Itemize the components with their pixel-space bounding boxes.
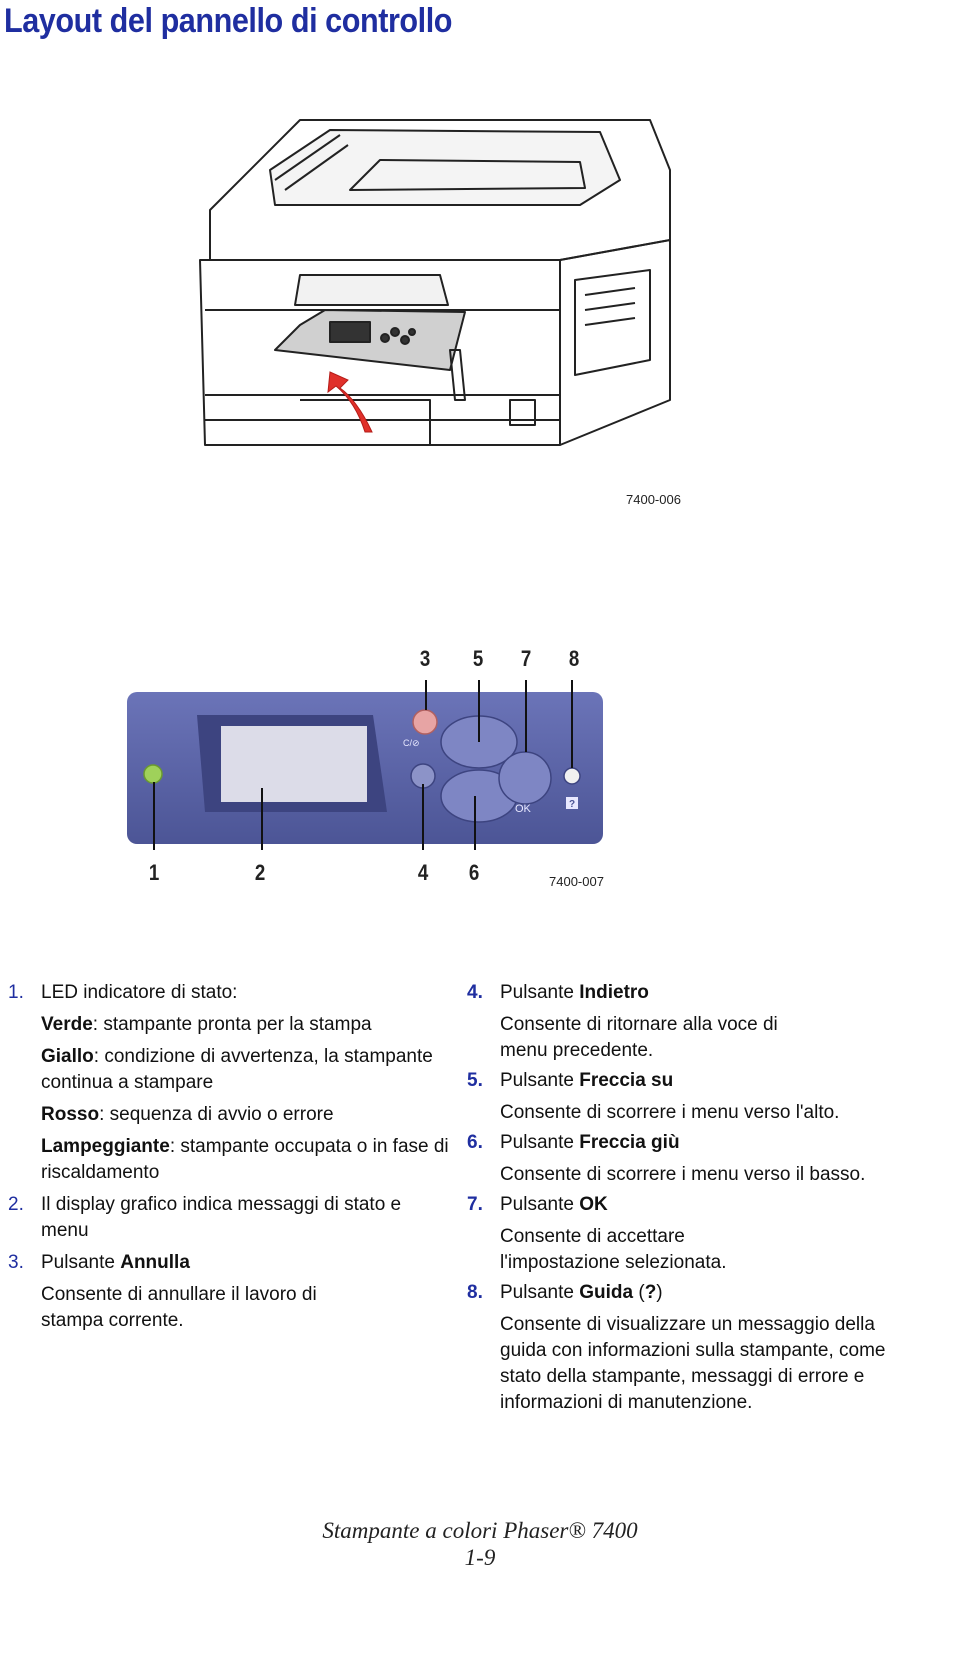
item-number: 4.: [467, 982, 483, 1003]
item-number: 6.: [467, 1132, 483, 1153]
status-led: [143, 764, 163, 784]
led-red-desc: Rosso: sequenza di avvio o errore: [41, 1104, 334, 1125]
item-desc: Consente di ritornare alla voce di menu …: [500, 1014, 778, 1061]
callout-7: 7: [520, 646, 532, 671]
item-title: Pulsante Freccia giù: [500, 1132, 680, 1153]
control-panel-illustration: C/⊘ OK ?: [127, 680, 603, 850]
led-blink-desc: Lampeggiante: stampante occupata o in fa…: [41, 1136, 449, 1183]
callout-3: 3: [419, 646, 431, 671]
printer-illustration: [199, 119, 671, 446]
item-title: Pulsante OK: [500, 1194, 608, 1215]
callout-8: 8: [568, 646, 580, 671]
item-desc: Consente di scorrere i menu verso il bas…: [500, 1164, 866, 1185]
list-item-3: 3. Pulsante Annulla Consente di annullar…: [8, 1250, 458, 1334]
item-desc: Consente di accettare l'impostazione sel…: [500, 1226, 727, 1273]
svg-text:C/⊘: C/⊘: [403, 738, 420, 748]
page-title: Layout del pannello di controllo: [4, 2, 453, 40]
list-item-2: 2. Il display grafico indica messaggi di…: [8, 1192, 411, 1244]
item-desc: Consente di annullare il lavoro di stamp…: [41, 1284, 317, 1331]
list-item-8: 8. Pulsante Guida (?) Consente di visual…: [467, 1280, 907, 1416]
led-green-desc: Verde: stampante pronta per la stampa: [41, 1014, 372, 1035]
page-footer: Stampante a colori Phaser® 7400 1-9: [0, 1517, 960, 1571]
item-title: Pulsante Annulla: [41, 1252, 190, 1273]
list-item-5: 5. Pulsante Freccia su Consente di scorr…: [467, 1068, 907, 1126]
printer-figure-code: 7400-006: [626, 492, 681, 507]
led-yellow-desc: Giallo: condizione di avvertenza, la sta…: [41, 1046, 433, 1093]
item-number: 8.: [467, 1282, 483, 1303]
right-column: 4. Pulsante Indietro Consente di ritorna…: [467, 980, 907, 1416]
ok-label: OK: [515, 803, 532, 815]
callout-2: 2: [254, 860, 266, 885]
page-number: 1-9: [464, 1545, 496, 1570]
item-number: 1.: [8, 982, 24, 1003]
item-title: Pulsante Indietro: [500, 982, 649, 1003]
item-desc: Consente di scorrere i menu verso l'alto…: [500, 1102, 840, 1123]
item-text: LED indicatore di stato:: [41, 982, 238, 1003]
panel-figure-code: 7400-007: [549, 874, 604, 889]
footer-product: Stampante a colori Phaser® 7400: [322, 1518, 638, 1543]
callout-1: 1: [148, 860, 160, 885]
item-number: 2.: [8, 1194, 24, 1215]
item-desc: Consente di visualizzare un messaggio de…: [500, 1314, 886, 1413]
left-column: 1. LED indicatore di stato: Verde: stamp…: [8, 980, 458, 1334]
list-item-1: 1. LED indicatore di stato: Verde: stamp…: [8, 980, 458, 1186]
item-number: 7.: [467, 1194, 483, 1215]
callout-4: 4: [417, 860, 429, 885]
list-item-7: 7. Pulsante OK Consente di accettare l'i…: [467, 1192, 907, 1276]
list-item-6: 6. Pulsante Freccia giù Consente di scor…: [467, 1130, 907, 1188]
callout-5: 5: [472, 646, 484, 671]
list-item-4: 4. Pulsante Indietro Consente di ritorna…: [467, 980, 907, 1064]
item-title: Pulsante Guida (?): [500, 1282, 663, 1303]
help-label: ?: [569, 799, 575, 810]
callout-6: 6: [468, 860, 480, 885]
item-number: 3.: [8, 1252, 24, 1273]
item-title: Pulsante Freccia su: [500, 1070, 674, 1091]
item-number: 5.: [467, 1070, 483, 1091]
item-text: Il display grafico indica messaggi di st…: [41, 1194, 402, 1241]
